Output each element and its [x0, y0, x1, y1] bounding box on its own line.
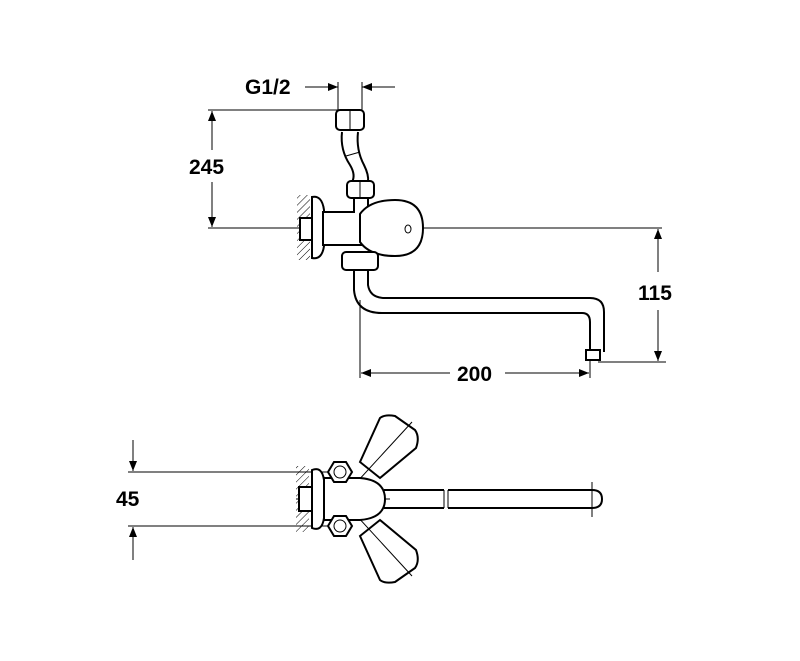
bottom-nut	[341, 251, 379, 271]
lower-nut	[326, 515, 354, 537]
thread-dimension: G1/2	[245, 76, 395, 112]
thread-label: G1/2	[245, 76, 291, 99]
aerator	[585, 349, 601, 361]
reach-dimension: 200	[359, 300, 591, 386]
plan-spout	[384, 489, 592, 509]
spout-outer	[353, 270, 591, 352]
spout-end	[591, 489, 604, 509]
plan-body	[323, 477, 387, 521]
spacing-label: 45	[116, 488, 140, 511]
drop-dimension: 115	[598, 229, 672, 363]
handle	[359, 198, 425, 258]
plan-view: 45	[116, 414, 604, 584]
reach-label: 200	[457, 363, 492, 386]
height-dimension: 245	[189, 109, 340, 227]
spout-inner	[367, 270, 605, 352]
side-view: G1/2 245	[189, 76, 672, 386]
height-label: 245	[189, 156, 224, 179]
drop-label: 115	[638, 282, 672, 305]
upper-nut	[326, 461, 354, 483]
